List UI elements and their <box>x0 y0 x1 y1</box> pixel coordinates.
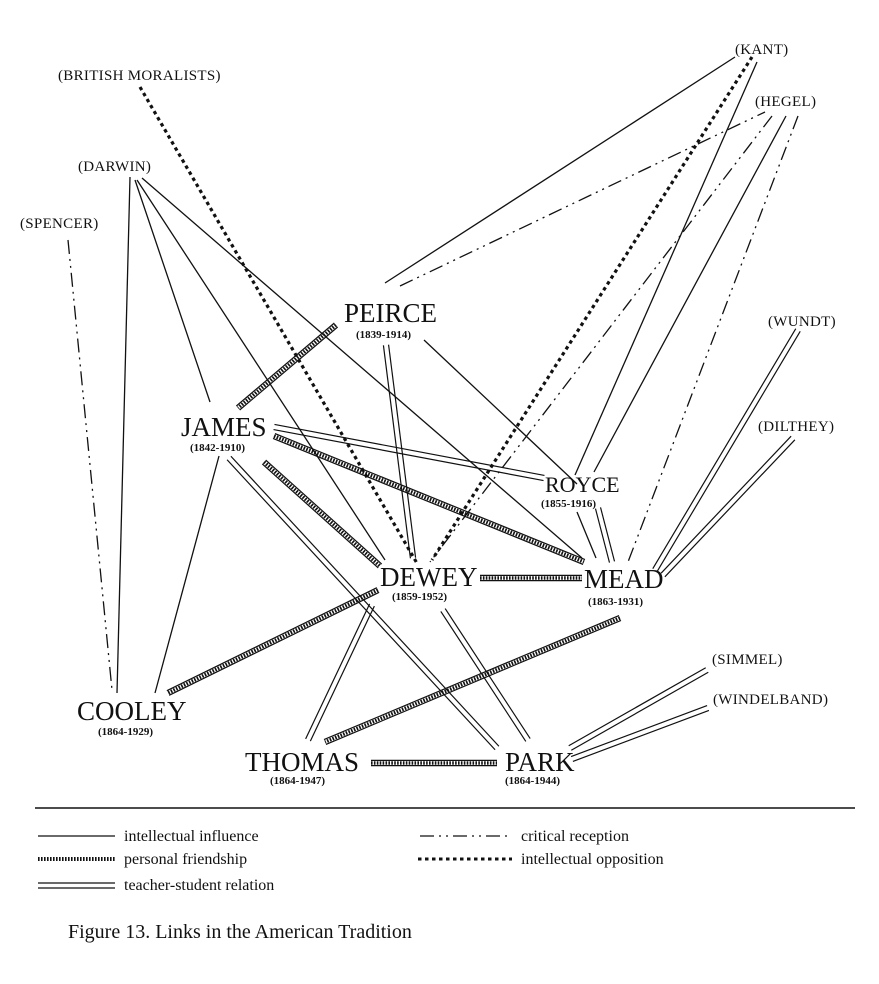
edge-kant-royce <box>574 61 758 476</box>
node-windelband: (WINDELBAND) <box>713 692 828 708</box>
node-park-dates: (1864-1944) <box>505 775 560 787</box>
node-cooley: COOLEY <box>77 696 187 726</box>
legend-influence-label: intellectual influence <box>124 828 259 845</box>
edge-james-dewey-b <box>265 459 383 565</box>
node-royce: ROYCE <box>545 472 620 497</box>
edge-windelband-park-b <box>572 709 710 762</box>
edge-hegel-dewey <box>429 115 773 563</box>
edge-royce-mead-b <box>576 511 597 559</box>
edge-royce-mead-b <box>599 507 616 562</box>
legend: intellectual influence personal friendsh… <box>38 828 664 894</box>
edge-darwin-james <box>134 179 211 403</box>
edge-peirce-james-a <box>235 322 335 407</box>
edge-hegel-royce <box>593 115 787 473</box>
node-kant: (KANT) <box>735 42 788 58</box>
edge-dewey-cooley-friendship <box>167 588 379 695</box>
edge-james-park-a <box>226 459 496 751</box>
edge-dilthey-mead-a <box>660 435 792 574</box>
edge-james-dewey-friendship <box>262 460 382 568</box>
node-cooley-dates: (1864-1929) <box>98 726 153 738</box>
node-dilthey: (DILTHEY) <box>758 419 834 435</box>
node-wundt: (WUNDT) <box>768 314 836 330</box>
node-dewey: DEWEY <box>380 562 477 592</box>
node-mead-dates: (1863-1931) <box>588 596 643 608</box>
legend-teacher-label: teacher-student relation <box>124 877 274 894</box>
edge-dewey-thomas-b <box>309 605 375 742</box>
node-simmel: (SIMMEL) <box>712 652 783 668</box>
edge-peirce-james-b <box>239 326 339 411</box>
edge-james-mead-friendship <box>273 434 585 564</box>
edge-james-mead-a <box>272 437 584 565</box>
edge-peirce-james-friendship <box>236 323 338 410</box>
legend-friendship-label: personal friendship <box>124 851 247 868</box>
edge-hegel-mead <box>627 115 799 563</box>
edge-james-dewey-a <box>261 463 379 569</box>
node-park: PARK <box>505 747 575 777</box>
edge-peirce-dewey-b <box>387 344 417 558</box>
edge-simmel-park-a <box>568 667 707 747</box>
node-peirce: PEIRCE <box>344 298 437 328</box>
edge-darwin-dewey <box>136 179 386 561</box>
edges <box>67 56 801 767</box>
edge-james-park-b <box>230 455 500 747</box>
node-hegel: (HEGEL) <box>755 94 816 110</box>
edge-dilthey-mead-b <box>664 439 796 578</box>
edge-mead-thomas-friendship <box>324 616 621 744</box>
edge-james-mead-b <box>274 433 586 561</box>
edge-kant-dewey <box>430 56 754 561</box>
edge-mead-thomas-a <box>323 615 620 741</box>
edge-peirce-dewey-a <box>382 345 412 559</box>
figure-caption: Figure 13. Links in the American Traditi… <box>68 921 412 943</box>
edge-darwin-cooley <box>116 176 131 694</box>
node-dewey-dates: (1859-1952) <box>392 591 447 603</box>
edge-spencer-cooley <box>67 239 113 691</box>
node-darwin: (DARWIN) <box>78 159 151 175</box>
edge-british-dewey <box>138 86 420 566</box>
edge-simmel-park-b <box>570 671 709 751</box>
edge-mead-thomas-b <box>325 619 622 745</box>
edge-wundt-mead-b <box>656 331 801 572</box>
edge-peirce-royce <box>423 339 578 485</box>
edge-james-royce-a <box>273 428 544 482</box>
node-royce-dates: (1855-1916) <box>541 498 596 510</box>
legend-opposition-label: intellectual opposition <box>521 851 664 868</box>
node-peirce-dates: (1839-1914) <box>356 329 411 341</box>
edge-kant-peirce <box>384 56 736 284</box>
edge-james-royce-b <box>274 423 545 477</box>
node-thomas: THOMAS <box>245 747 359 777</box>
edge-dewey-thomas-a <box>305 603 371 740</box>
node-james: JAMES <box>181 412 267 442</box>
legend-critical-label: critical reception <box>521 828 629 845</box>
node-mead: MEAD <box>584 564 664 594</box>
edge-windelband-park-a <box>570 705 708 758</box>
edge-dewey-cooley-b <box>168 591 380 696</box>
edge-darwin-mead <box>141 177 583 559</box>
edge-dewey-cooley-a <box>166 587 378 692</box>
edge-hegel-peirce <box>399 111 766 287</box>
edge-royce-mead-a <box>594 508 611 563</box>
node-spencer: (SPENCER) <box>20 216 99 232</box>
node-james-dates: (1842-1910) <box>190 442 245 454</box>
edge-wundt-mead-a <box>652 328 797 569</box>
node-british-moralists: (BRITISH MORALISTS) <box>58 68 221 84</box>
node-thomas-dates: (1864-1947) <box>270 775 325 787</box>
edge-james-cooley <box>154 455 220 694</box>
